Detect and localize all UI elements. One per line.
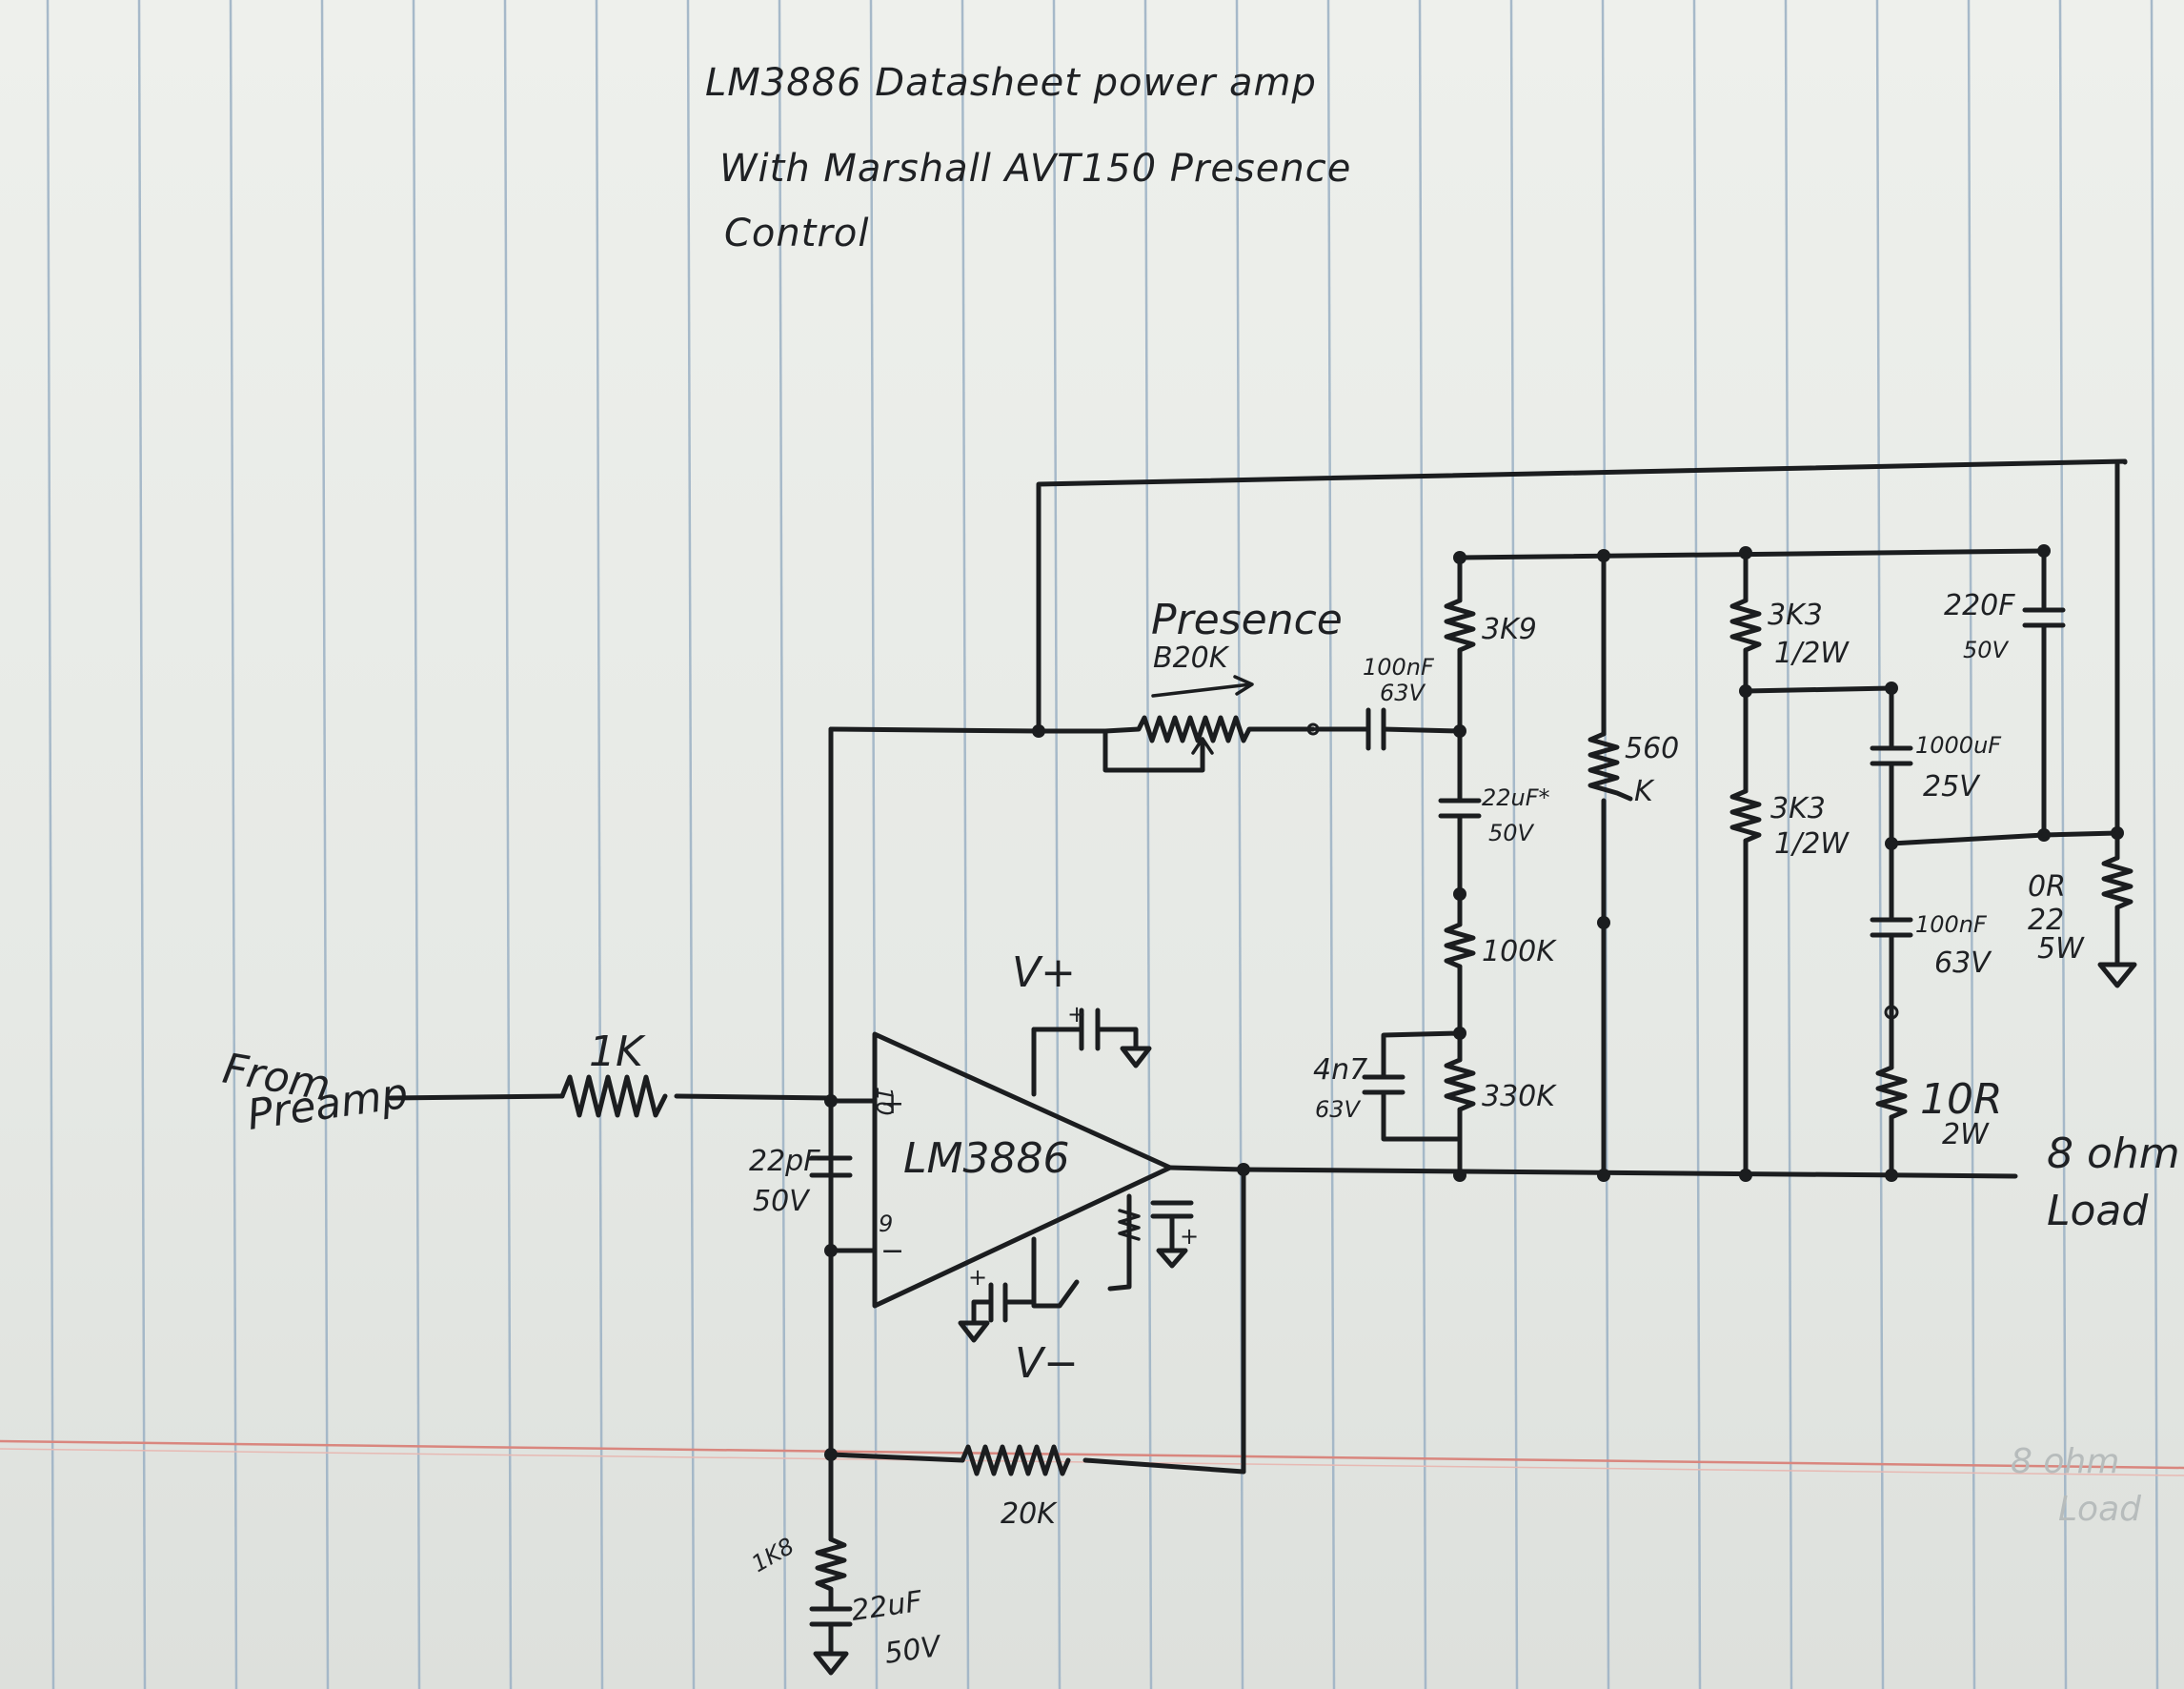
resistor-3k9: [1444, 598, 1476, 653]
label-presence: Presence: [1151, 596, 1343, 644]
ruled-line: [1326, 0, 1336, 1689]
ruled-line: [2058, 0, 2068, 1689]
resistor-mute: [1118, 1209, 1141, 1241]
label-pin10: 10: [871, 1087, 898, 1116]
label-presence-pot: B20K: [1153, 641, 1230, 675]
resistor-1k: [559, 1074, 668, 1118]
ground-symbol: [1156, 1248, 1188, 1269]
label-1k: 1K: [589, 1028, 646, 1076]
label-22uf-ground: 22uF: [849, 1585, 924, 1628]
ruled-line: [320, 0, 330, 1689]
label-100nf-zobel: 100nF: [1915, 911, 1988, 938]
lm3886-amplifier: [872, 1031, 1173, 1309]
label-1000uf-v: 25V: [1923, 770, 1981, 804]
title-line-2: With Marshall AVT150 Presence: [719, 147, 1351, 191]
label-560-k: K: [1634, 775, 1655, 808]
resistor-20k: [960, 1444, 1071, 1476]
label-chip: LM3886: [903, 1134, 1069, 1183]
ruled-line: [1418, 0, 1427, 1689]
capacitor-22pf: [809, 1155, 853, 1178]
label-3k3-bottom-w: 1/2W: [1774, 827, 1850, 861]
resistor-100k: [1444, 922, 1476, 969]
label-330k: 330K: [1482, 1080, 1557, 1113]
ruled-line: [961, 0, 970, 1689]
label-vminus: V−: [1015, 1339, 1079, 1388]
ruled-line: [686, 0, 696, 1689]
resistor-1k8: [815, 1536, 847, 1592]
label-3k3-top: 3K3: [1768, 599, 1823, 632]
ruled-line: [1509, 0, 1519, 1689]
label-100nf-series: 100nF: [1363, 654, 1435, 681]
resistor-10r: [1875, 1065, 1908, 1120]
label-plus: +: [880, 1088, 904, 1121]
label-load: Load: [2047, 1187, 2149, 1235]
label-100k: 100K: [1482, 935, 1557, 968]
label-pin9: 9: [879, 1211, 893, 1237]
svg-text:+: +: [1067, 1001, 1086, 1028]
ground-symbol: [1120, 1046, 1152, 1068]
label-vplus: V+: [1012, 948, 1076, 997]
ruled-line: [869, 0, 879, 1689]
resistor-0r22: [2101, 855, 2133, 910]
ruled-line: [595, 0, 604, 1689]
resistor-3k3-top: [1729, 598, 1762, 653]
label-3k3-top-w: 1/2W: [1774, 637, 1850, 670]
ruled-line: [2150, 0, 2159, 1689]
svg-text:+: +: [968, 1264, 987, 1291]
ruled-line: [137, 0, 147, 1689]
label-100nf-series-v: 63V: [1380, 680, 1426, 706]
ruled-line: [1143, 0, 1153, 1689]
label-22uf-ground-v: 50V: [882, 1630, 944, 1671]
ground-symbol: [2097, 962, 2137, 988]
label-4n7-v: 63V: [1315, 1096, 1362, 1123]
label-minus: −: [880, 1234, 904, 1268]
label-220f: 220F: [1944, 589, 2015, 622]
ruled-line: [46, 0, 55, 1689]
presence-potentiometer: [1102, 715, 1316, 743]
label-22uf: 22uF*: [1482, 784, 1550, 811]
ruled-line: [778, 0, 787, 1689]
faint-text-a: 8 ohm: [2011, 1442, 2119, 1481]
title-line-3: Control: [724, 212, 869, 255]
resistor-3k3-bottom: [1729, 788, 1762, 844]
label-10r: 10R: [1920, 1075, 2003, 1124]
ruled-line: [1784, 0, 1793, 1689]
label-1000uf: 1000uF: [1915, 732, 2002, 759]
ruled-line: [1967, 0, 1976, 1689]
label-20k: 20K: [1001, 1497, 1058, 1531]
label-100nf-zobel-v: 63V: [1934, 946, 1992, 980]
ground-symbol: [813, 1651, 849, 1676]
svg-text:+: +: [1180, 1223, 1199, 1250]
margin-line: [0, 1439, 2184, 1470]
title-line-1: LM3886 Datasheet power amp: [705, 61, 1317, 105]
label-0r22: 22: [2028, 904, 2064, 937]
label-4n7: 4n7: [1313, 1053, 1367, 1087]
faint-text-b: Load: [2058, 1490, 2142, 1529]
label-3k9: 3K9: [1482, 613, 1537, 646]
label-22pf-v: 50V: [753, 1185, 811, 1218]
label-220f-v: 50V: [1963, 637, 2010, 663]
label-0r22-w: 5W: [2037, 932, 2085, 966]
ground-symbol: [958, 1320, 990, 1343]
ruled-line: [229, 0, 238, 1689]
ruled-line: [1052, 0, 1062, 1689]
resistor-330k: [1444, 1057, 1476, 1112]
ruled-line: [412, 0, 421, 1689]
resistor-560k: [1587, 731, 1633, 802]
ruled-line: [1875, 0, 1885, 1689]
label-1k8: 1K8: [747, 1533, 799, 1577]
ruled-line: [503, 0, 513, 1689]
label-3k3-bottom: 3K3: [1770, 792, 1826, 825]
label-0r: 0R: [2028, 870, 2066, 904]
ruled-line: [1692, 0, 1702, 1689]
label-22uf-v: 50V: [1488, 820, 1535, 846]
label-560: 560: [1625, 732, 1679, 765]
label-22pf: 22pF: [749, 1145, 820, 1178]
label-10r-w: 2W: [1942, 1118, 1990, 1151]
label-8ohm: 8 ohm: [2047, 1129, 2180, 1178]
